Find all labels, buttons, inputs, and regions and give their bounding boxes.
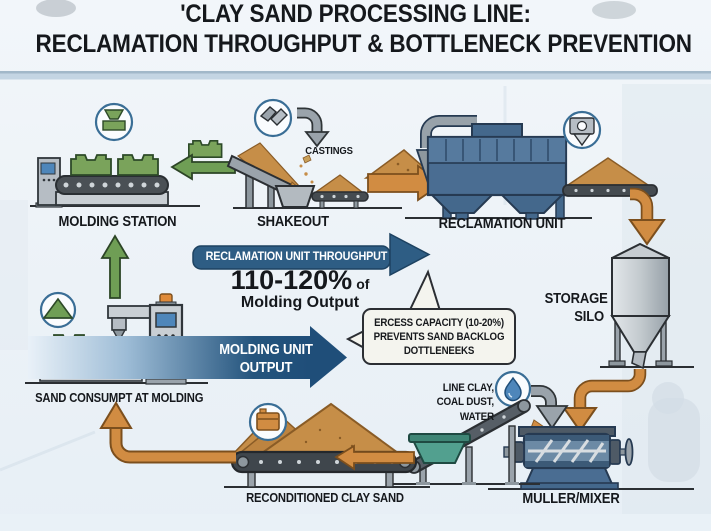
sand-mold bbox=[117, 154, 159, 176]
return-sand-arrow bbox=[99, 401, 236, 464]
castings-out-arrow bbox=[297, 107, 330, 148]
storage-silo bbox=[600, 242, 694, 370]
excess-capacity-callout: ERCESS CAPACITY (10-20%) PREVENTS SAND B… bbox=[362, 308, 516, 366]
molding-output-banner-shape bbox=[28, 326, 347, 388]
silo-body bbox=[611, 257, 670, 317]
label-sand-consumpt: SAND CONSUMPT AT MOLDING bbox=[35, 391, 204, 405]
green-sand-pile-icon bbox=[39, 291, 77, 329]
reclamation-throughput-banner-shape bbox=[192, 232, 431, 277]
muller-mixer-machine bbox=[488, 419, 694, 490]
shakeout-machine bbox=[226, 142, 402, 209]
injector-arm bbox=[107, 305, 155, 319]
conveyor-belt bbox=[55, 175, 169, 195]
banner-molding-output: MOLDING UNIT OUTPUT bbox=[219, 342, 313, 377]
binder-canister-icon bbox=[248, 402, 288, 442]
throughput-caption: Molding Output bbox=[240, 293, 360, 311]
collection-bin bbox=[274, 185, 316, 208]
throughput-of: of bbox=[356, 276, 370, 292]
sand-to-silo-arrow bbox=[628, 187, 666, 246]
label-storage-silo: STORAGE SILO bbox=[544, 291, 608, 326]
molding-station-machine bbox=[30, 154, 200, 208]
castings-icon bbox=[253, 98, 293, 138]
cabinet-screen bbox=[155, 312, 177, 328]
incline-conveyor bbox=[393, 399, 540, 485]
reconditioned-sand-conveyor bbox=[224, 402, 430, 488]
hopper-funnel-icon bbox=[562, 110, 602, 150]
throughput-percent: 110-120% bbox=[230, 265, 353, 295]
discharge-hopper bbox=[429, 194, 495, 214]
silo-to-muller-arrow bbox=[562, 369, 647, 433]
handwheel bbox=[624, 438, 634, 466]
label-molding-station: MOLDING STATION bbox=[58, 214, 177, 230]
mold-flow-arrow bbox=[170, 140, 236, 181]
injector-nozzle bbox=[111, 329, 127, 343]
title-line2: RECLAMATION THROUGHPUT & BOTTLENECK PREV… bbox=[35, 29, 692, 58]
label-reconditioned-sand: RECONDITIONED CLAY SAND bbox=[246, 491, 404, 505]
mold-dispenser-icon bbox=[94, 102, 134, 142]
label-additives: LINE CLAY, COAL DUST, WATER bbox=[436, 382, 495, 423]
reclamation-unit-machine bbox=[405, 115, 592, 220]
additives-arrow bbox=[531, 385, 569, 430]
label-reclamation-unit: RECLAMATION UNIT bbox=[438, 216, 566, 232]
water-drop-icon bbox=[494, 370, 532, 408]
silo-spout bbox=[631, 351, 647, 370]
molds-up-arrow bbox=[100, 234, 130, 299]
sand-mold bbox=[70, 154, 112, 176]
sand-mold bbox=[188, 140, 223, 159]
label-muller-mixer: MULLER/MIXER bbox=[522, 491, 620, 507]
mixed-sand-arrow bbox=[334, 444, 415, 471]
page-title: 'CLAY SAND PROCESSING LINE: RECLAMATION … bbox=[0, 0, 711, 59]
label-shakeout: SHAKEOUT bbox=[257, 214, 329, 230]
control-screen bbox=[40, 162, 56, 175]
label-castings: CASTINGS bbox=[305, 145, 353, 157]
discharge-hopper bbox=[499, 194, 565, 214]
sand-pile bbox=[313, 174, 364, 193]
banner-reclamation-throughput: RECLAMATION UNIT THROUGHPUT bbox=[205, 249, 388, 263]
throughput-value: 110-120%of Molding Output bbox=[220, 265, 380, 311]
exhaust-pipe bbox=[421, 116, 477, 148]
title-line1: 'CLAY SAND PROCESSING LINE: bbox=[180, 0, 531, 28]
